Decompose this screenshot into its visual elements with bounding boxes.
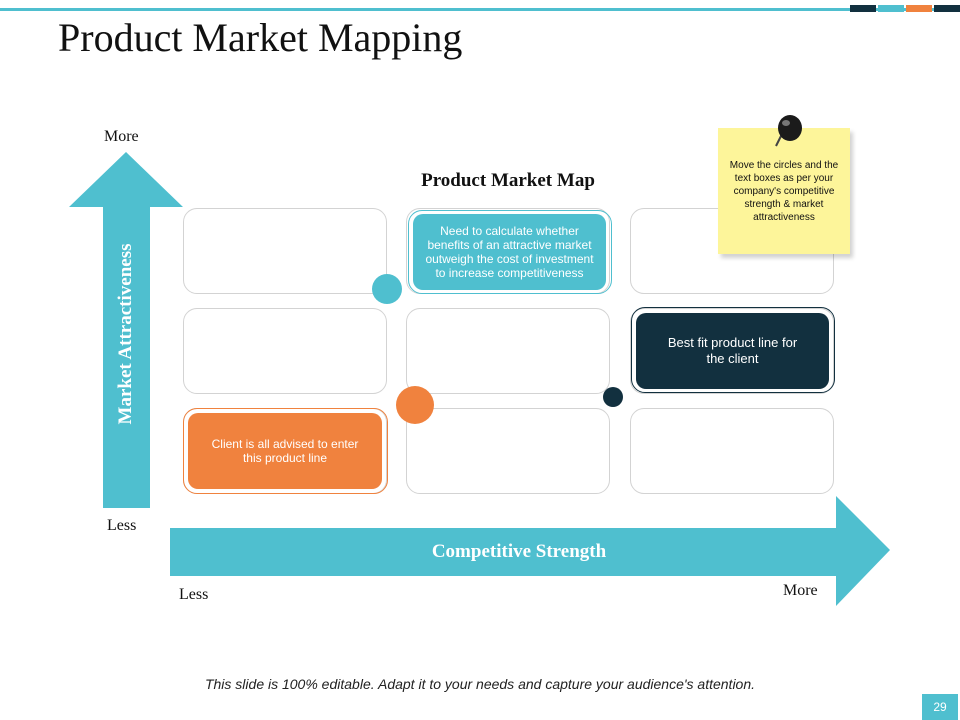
y-axis-arrow [69,152,183,508]
grid-cell [183,308,387,394]
y-axis-label: Market Attractiveness [115,243,136,425]
bottom-left-outline [183,408,388,494]
page-number: 29 [922,694,958,720]
teal-circle[interactable] [372,274,402,304]
y-axis-more-label: More [104,128,139,145]
grid-cell [406,408,610,494]
middle-right-text-box[interactable]: Best fit product line for the client [636,313,829,389]
y-axis-less-label: Less [107,517,137,534]
grid-cell [183,208,387,294]
orange-circle[interactable] [396,386,434,424]
top-middle-outline [408,210,612,294]
x-axis-less-label: Less [179,586,209,603]
pushpin-icon [775,115,802,147]
footer-text: This slide is 100% editable. Adapt it to… [204,676,756,692]
x-axis-arrow [170,496,890,606]
middle-right-outline [631,307,835,393]
grid-cell [406,308,610,394]
navy-circle[interactable] [603,387,623,407]
top-accent-line [0,8,960,11]
x-axis-more-label: More [783,582,818,599]
grid-cell [630,408,834,494]
bottom-left-text-box[interactable]: Client is all advised to enter this prod… [188,413,382,489]
top-accent-blocks [848,5,960,12]
sticky-note: Move the circles and the text boxes as p… [718,128,850,254]
top-middle-text-box[interactable]: Need to calculate whether benefits of an… [413,214,606,290]
page-title: Product Market Mapping [58,15,463,60]
map-title: Product Market Map [421,170,595,191]
x-axis-label: Competitive Strength [431,541,607,562]
